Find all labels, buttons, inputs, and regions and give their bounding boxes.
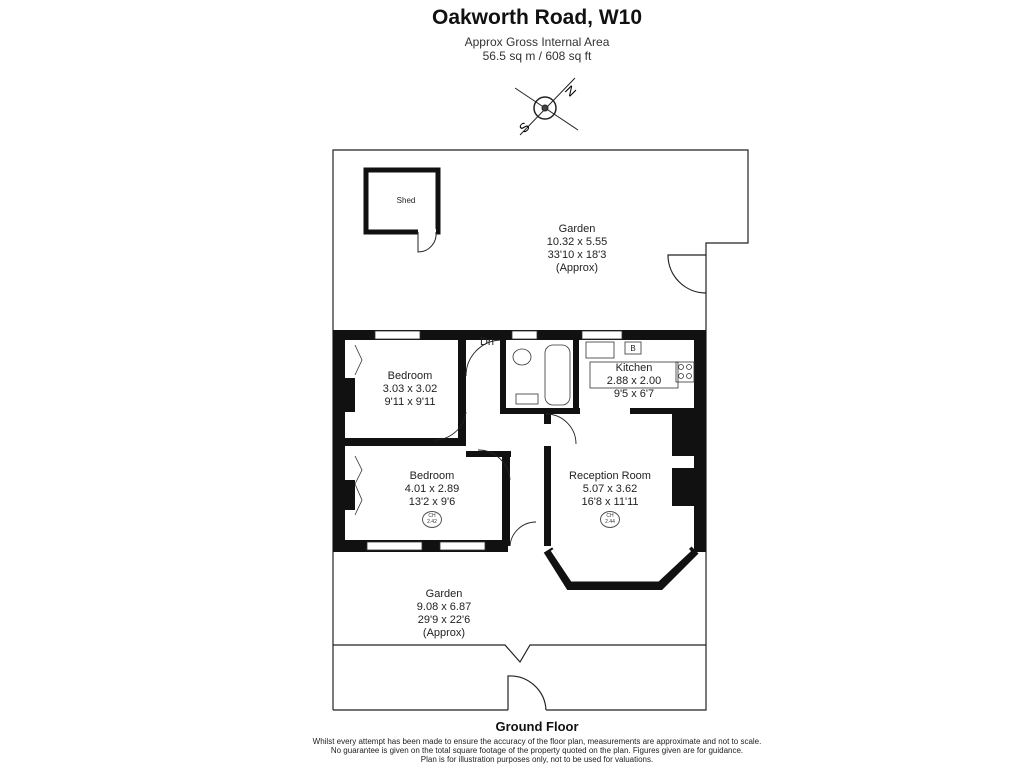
room-note: (Approx) [555,262,599,274]
room-name: Bedroom [387,370,433,382]
room-imperial: 16'8 x 11'11 [581,496,639,508]
windows [366,330,623,551]
room-name: Garden [558,223,596,235]
room-imperial: 13'2 x 9'6 [408,496,456,508]
fixtures [354,341,695,516]
room-metric: 9.08 x 6.87 [416,601,472,613]
kitchen-label: Kitchen 2.88 x 2.00 9'5 x 6'7 [607,362,661,401]
garden-boundary [332,149,749,711]
area-value: 56.5 sq m / 608 sq ft [482,49,592,63]
bedroom2-label: Bedroom 4.01 x 2.89 13'2 x 9'6 [405,470,459,509]
room-metric: 4.01 x 2.89 [404,483,460,495]
ceiling-height-badge: CH 2.44 [600,511,620,528]
stairs-label: Dn [479,336,495,348]
front-garden-label: Garden 9.08 x 6.87 29'9 x 22'6 (Approx) [417,588,471,640]
room-imperial: 9'11 x 9'11 [384,396,436,408]
disclaimer-line: Whilst every attempt has been made to en… [312,737,762,746]
ch-value: 2.44 [605,519,615,525]
compass-north: N [562,82,579,99]
room-name: Garden [425,588,463,600]
boiler-label: B [630,344,636,353]
compass-south: S [516,119,533,136]
shed [363,167,441,253]
doors [433,339,577,547]
room-imperial: 29'9 x 22'6 [417,614,471,626]
ch-label: CH [606,513,614,519]
room-metric: 3.03 x 3.02 [382,383,438,395]
room-metric: 10.32 x 5.55 [546,236,608,248]
ch-label: CH [428,513,436,519]
room-metric: 5.07 x 3.62 [582,483,638,495]
room-name: Kitchen [615,362,653,374]
boiler [624,341,642,355]
room-name: Reception Room [569,470,651,482]
disclaimer-line: No guarantee is given on the total squar… [330,746,744,755]
reception-label: Reception Room 5.07 x 3.62 16'8 x 11'11 [569,470,651,509]
shed-label: Shed [396,196,416,205]
ch-value: 2.42 [427,519,437,525]
room-imperial: 9'5 x 6'7 [613,388,655,400]
compass-icon [514,77,579,136]
room-imperial: 33'10 x 18'3 [547,249,607,261]
area-label: Approx Gross Internal Area [464,35,610,49]
ceiling-height-badge: CH 2.42 [422,511,442,528]
disclaimer-line: Plan is for illustration purposes only, … [420,755,654,764]
room-note: (Approx) [422,627,466,639]
room-metric: 2.88 x 2.00 [606,375,662,387]
plan-title: Oakworth Road, W10 [431,6,643,29]
bay-window [543,546,699,590]
room-name: Bedroom [409,470,455,482]
rear-garden-label: Garden 10.32 x 5.55 33'10 x 18'3 (Approx… [547,223,608,275]
floor-label: Ground Floor [495,719,579,734]
bedroom1-label: Bedroom 3.03 x 3.02 9'11 x 9'11 [383,370,437,409]
